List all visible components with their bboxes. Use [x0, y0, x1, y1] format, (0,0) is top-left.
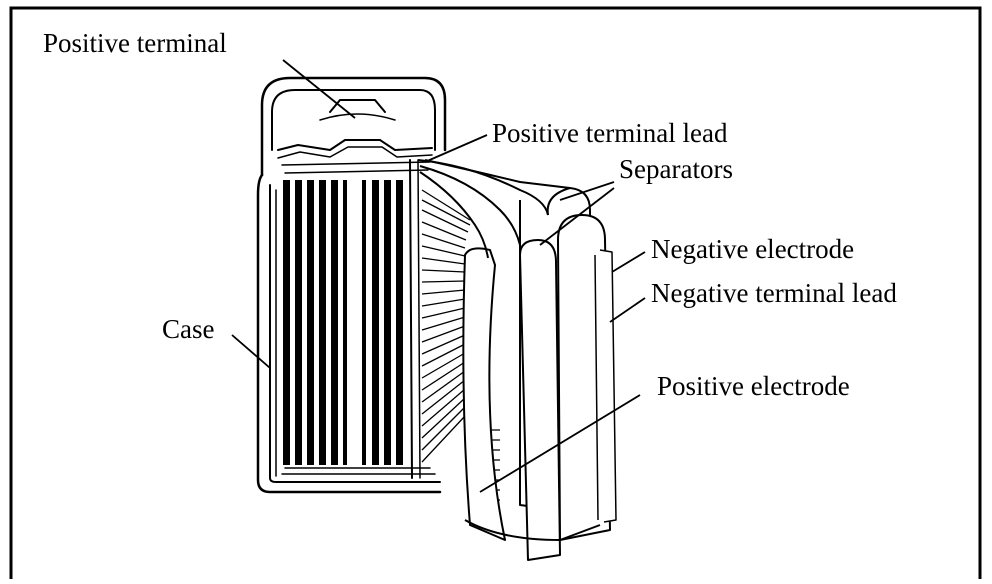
label-positive-electrode: Positive electrode	[657, 371, 850, 401]
unrolled-layers	[417, 159, 617, 561]
leader-lines	[231, 59, 646, 493]
leader-positive-terminal	[282, 59, 356, 119]
label-case: Case	[162, 314, 215, 344]
battery-case	[256, 76, 447, 494]
leader-negative-terminal-lead	[609, 297, 646, 323]
wound-electrode-section	[283, 180, 403, 465]
leader-separators-1	[559, 181, 615, 201]
label-negative-terminal-lead: Negative terminal lead	[651, 278, 897, 308]
leader-positive-electrode	[479, 394, 641, 493]
leader-separators-2	[539, 187, 615, 246]
leader-case	[231, 334, 271, 369]
label-positive-terminal: Positive terminal	[43, 28, 227, 58]
label-separators: Separators	[619, 154, 733, 184]
label-positive-terminal-lead: Positive terminal lead	[492, 118, 728, 148]
leader-negative-electrode	[611, 251, 646, 273]
diagram-frame	[9, 6, 982, 584]
label-negative-electrode: Negative electrode	[651, 234, 854, 264]
leader-positive-terminal-lead	[424, 134, 488, 163]
